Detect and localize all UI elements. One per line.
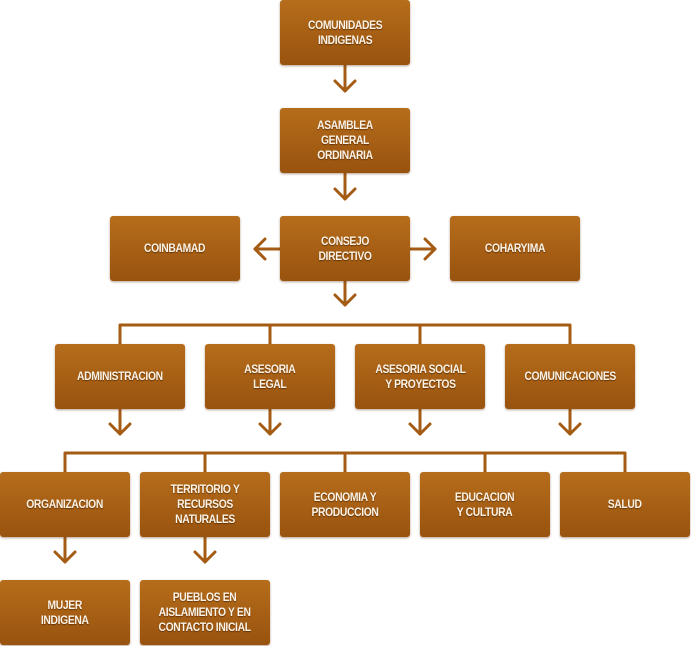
- node-label: CONSEJO DIRECTIVO: [318, 233, 372, 263]
- arrowhead-left-icon: [253, 237, 267, 261]
- node-label: COINBAMAD: [144, 241, 206, 255]
- node-economia: ECONOMIA Y PRODUCCION: [280, 472, 410, 537]
- node-label: ORGANIZACION: [26, 497, 104, 511]
- node-label: ASESORIA SOCIAL Y PROYECTOS: [374, 361, 466, 391]
- arrowhead-down-icon: [53, 550, 77, 564]
- node-asamblea-general: ASAMBLEA GENERAL ORDINARIA: [280, 108, 410, 173]
- node-label: ASESORIA LEGAL: [244, 361, 296, 391]
- node-comunicaciones: COMUNICACIONES: [505, 344, 635, 409]
- node-label: EDUCACION Y CULTURA: [455, 489, 515, 519]
- arrowhead-down-icon: [108, 422, 132, 436]
- arrowhead-right-icon: [423, 237, 437, 261]
- node-label: ASAMBLEA GENERAL ORDINARIA: [317, 118, 373, 162]
- node-coharyima: COHARYIMA: [450, 216, 580, 281]
- node-label: COHARYIMA: [484, 241, 546, 255]
- arrowhead-down-icon: [408, 422, 432, 436]
- arrowhead-down-icon: [258, 422, 282, 436]
- node-label: MUJER INDIGENA: [41, 597, 89, 627]
- arrowhead-down-icon: [333, 293, 357, 307]
- node-salud: SALUD: [560, 472, 690, 537]
- node-educacion: EDUCACION Y CULTURA: [420, 472, 550, 537]
- node-territorio: TERRITORIO Y RECURSOS NATURALES: [140, 472, 270, 537]
- node-label: ECONOMIA Y PRODUCCION: [311, 489, 379, 519]
- node-label: COMUNICACIONES: [524, 369, 616, 383]
- node-label: COMUNIDADES INDIGENAS: [307, 17, 383, 47]
- node-asesoria-social: ASESORIA SOCIAL Y PROYECTOS: [355, 344, 485, 409]
- arrowhead-down-icon: [333, 187, 357, 201]
- node-pueblos-aislamiento: PUEBLOS EN AISLAMIENTO Y EN CONTACTO INI…: [140, 580, 270, 645]
- node-administracion: ADMINISTRACION: [55, 344, 185, 409]
- node-consejo-directivo: CONSEJO DIRECTIVO: [280, 216, 410, 281]
- node-label: SALUD: [608, 497, 642, 511]
- bracket-level-3: [118, 323, 572, 346]
- arrowhead-down-icon: [558, 422, 582, 436]
- node-comunidades-indigenas: COMUNIDADES INDIGENAS: [280, 0, 410, 65]
- node-label: ADMINISTRACION: [77, 369, 163, 383]
- arrowhead-down-icon: [193, 550, 217, 564]
- node-label: PUEBLOS EN AISLAMIENTO Y EN CONTACTO INI…: [158, 590, 252, 634]
- arrowhead-down-icon: [333, 79, 357, 93]
- node-organizacion: ORGANIZACION: [0, 472, 130, 537]
- node-coinbamad: COINBAMAD: [110, 216, 240, 281]
- node-label: TERRITORIO Y RECURSOS NATURALES: [170, 482, 240, 526]
- node-mujer-indigena: MUJER INDIGENA: [0, 580, 130, 645]
- node-asesoria-legal: ASESORIA LEGAL: [205, 344, 335, 409]
